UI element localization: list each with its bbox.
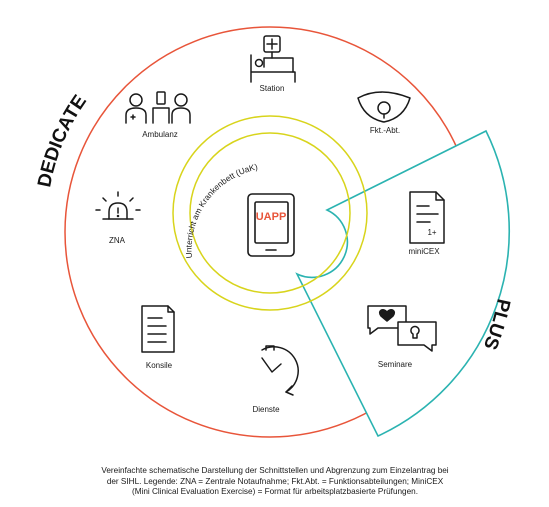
station-label: Station (260, 84, 285, 93)
konsile-label: Konsile (146, 361, 173, 370)
assessment-form-icon (409, 191, 445, 244)
uapp-tablet (247, 193, 295, 257)
uapp-text: UAPP (256, 211, 287, 223)
alarm-light-icon (95, 191, 141, 220)
minicex-label: miniCEX (408, 247, 440, 256)
inner-ring-inner (189, 132, 351, 294)
dedicate-label: DEDICATE (34, 91, 91, 189)
staff-people-icon (125, 91, 191, 124)
minicex-badge: 1+ (427, 228, 436, 237)
speech-bubbles-icon (367, 305, 437, 352)
caption-line-3: (Mini Clinical Evaluation Exercise) = Fo… (131, 487, 418, 497)
figure-caption: Vereinfachte schematische Darstellung de… (40, 466, 510, 498)
hospital-bed-icon (250, 35, 296, 83)
clock-icon (261, 345, 299, 396)
document-icon (141, 305, 175, 353)
caption-line-1: Vereinfachte schematische Darstellung de… (101, 466, 449, 475)
caption-line-2: der SIHL. Legende: ZNA = Zentrale Notauf… (106, 476, 444, 486)
fkt-abt-label: Fkt.-Abt. (370, 126, 400, 135)
ultrasound-icon (357, 91, 411, 123)
zna-label: ZNA (109, 236, 126, 245)
ambulanz-label: Ambulanz (142, 130, 178, 139)
plus-sector (295, 129, 511, 438)
inner-ring-outer (172, 115, 368, 311)
dienste-label: Dienste (252, 405, 280, 414)
seminare-label: Seminare (378, 360, 413, 369)
